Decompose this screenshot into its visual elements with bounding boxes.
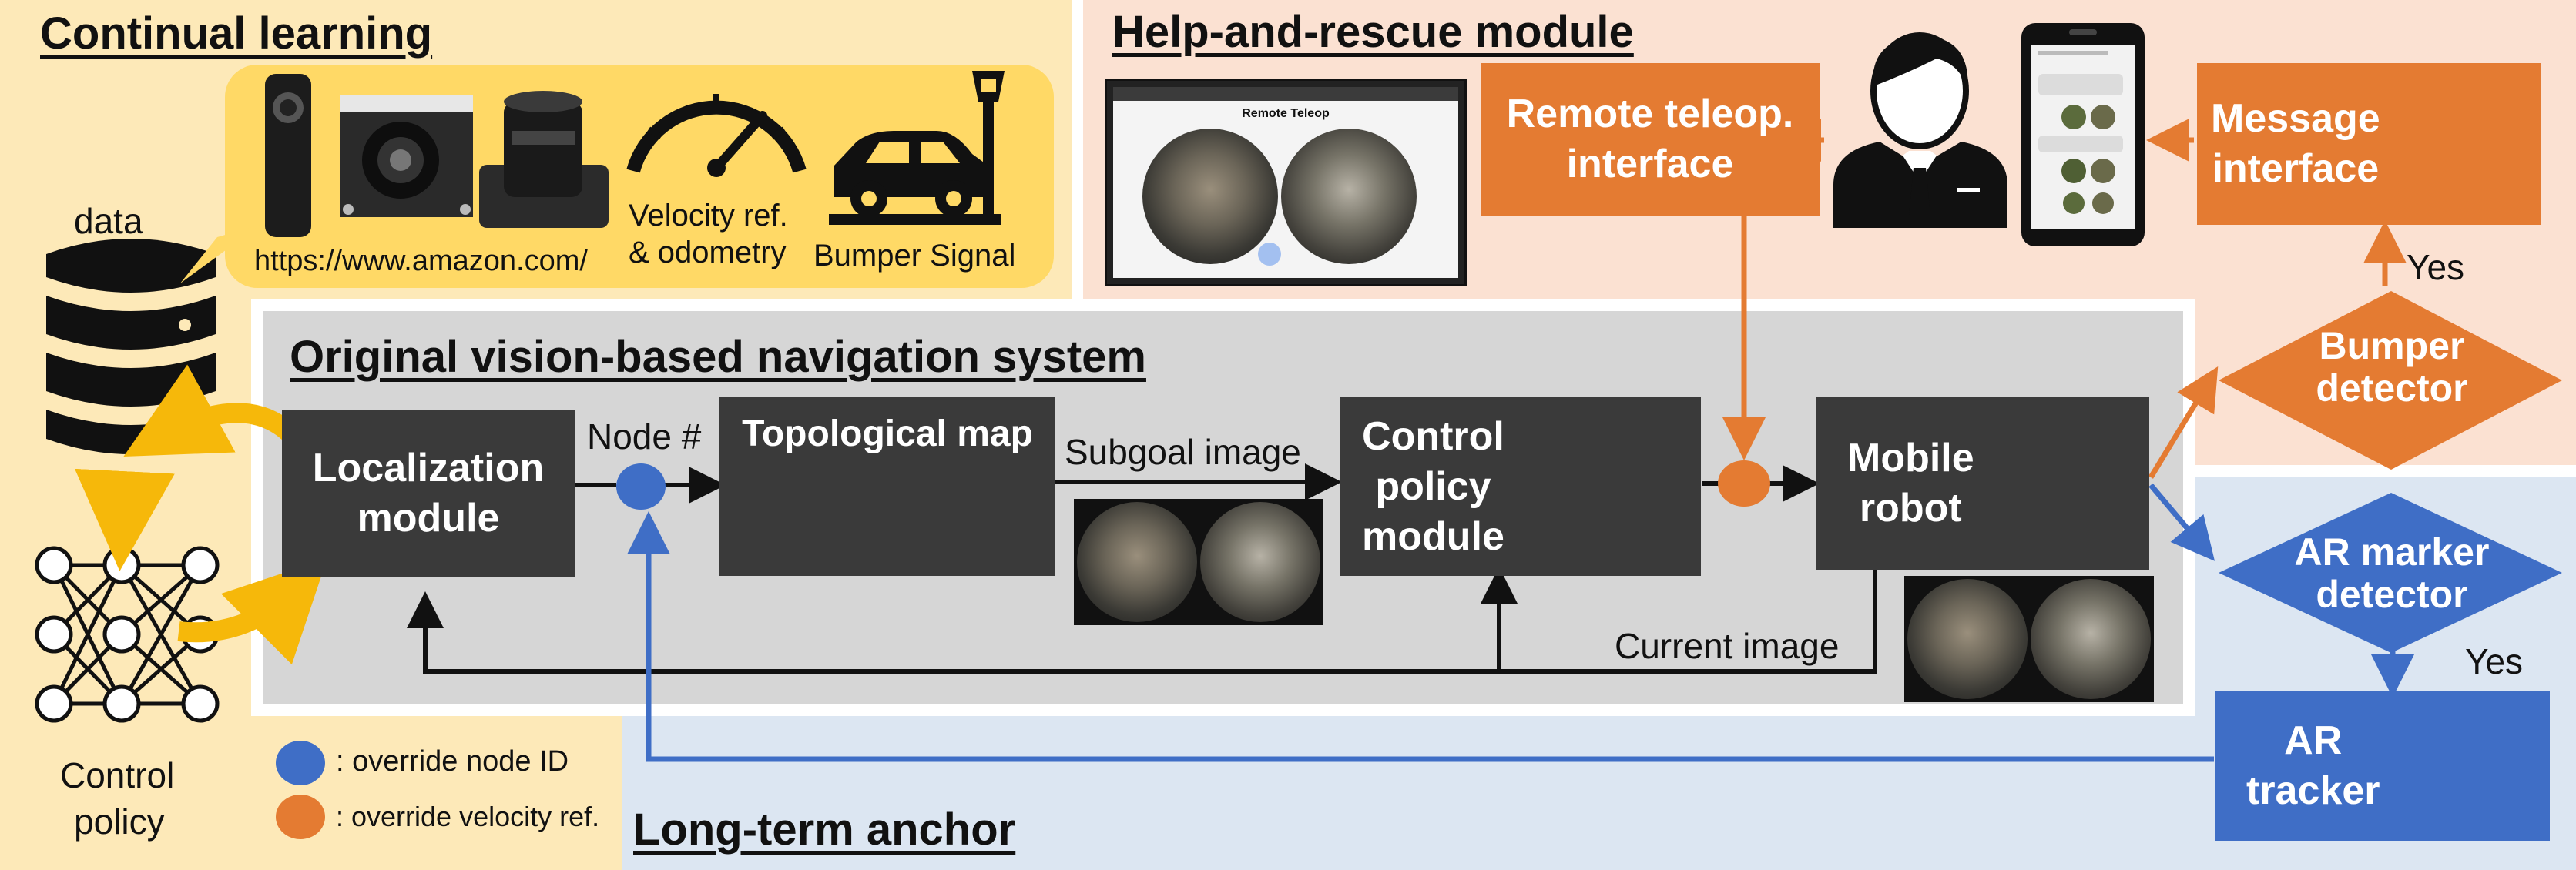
ar-marker-line2: detector [2316, 573, 2468, 616]
localization-module: Localization module [282, 410, 575, 577]
velocity-label-line2: & odometry [629, 236, 787, 269]
control-line2: policy [1375, 463, 1491, 509]
ar-marker-detector-diamond [2219, 493, 2562, 653]
remote-line1: Remote teleop. [1506, 92, 1794, 136]
message-line2: interface [2212, 146, 2380, 191]
ar-tracker-line2: tracker [2246, 768, 2380, 813]
speedometer-icon [626, 94, 807, 177]
localization-line1: Localization [312, 446, 545, 490]
subgoal-image-label: Subgoal image [1065, 432, 1301, 472]
car-crash-icon [829, 71, 1005, 225]
remote-line2: interface [1566, 142, 1734, 186]
long-term-anchor-title: Long-term anchor [633, 805, 1016, 855]
control-line1: Control [1362, 413, 1504, 459]
topological-map-box: Topological map [719, 397, 1055, 576]
original-nav-title: Original vision-based navigation system [290, 332, 1146, 382]
topological-map-label: Topological map [742, 413, 1033, 454]
subgoal-image [1074, 499, 1323, 625]
bumper-line1: Bumper [2319, 324, 2465, 367]
teleop-screenshot-title: Remote Teleop [1242, 107, 1330, 120]
lidar-icon [479, 91, 609, 228]
control-policy-label-line2: policy [74, 801, 165, 842]
remote-teleop-interface: Remote teleop. interface [1481, 63, 1820, 216]
legend-velocity-label: : override velocity ref. [336, 801, 600, 832]
ar-marker-detector-label: AR marker detector [2257, 531, 2527, 616]
node-label: Node # [587, 417, 702, 457]
legend-node-label: : override node ID [336, 745, 569, 778]
mobile-line2: robot [1859, 486, 1962, 530]
message-line1: Message [2211, 96, 2380, 141]
teleop-screenshot: Remote Teleop [1105, 79, 1467, 286]
control-line3: module [1362, 514, 1504, 559]
current-image [1904, 576, 2154, 702]
bumper-line2: detector [2316, 366, 2468, 410]
bumper-yes-label: Yes [2407, 247, 2465, 287]
bumper-detector-label: Bumper detector [2265, 325, 2519, 410]
phone-icon [2021, 23, 2145, 246]
person-icon [1833, 32, 2007, 228]
control-policy-label-line1: Control [60, 755, 175, 795]
legend-node-marker [276, 741, 325, 785]
current-image-label: Current image [1615, 626, 1840, 666]
mobile-line1: Mobile [1847, 436, 1974, 480]
ar-marker-line1: AR marker [2294, 530, 2490, 574]
velocity-label-line1: Velocity ref. [629, 199, 788, 233]
message-interface: Message interface [2197, 63, 2541, 225]
camera-360-icon [265, 74, 311, 237]
continual-learning-title: Continual learning [40, 8, 433, 59]
data-label: data [74, 201, 143, 241]
override-node-circle [616, 463, 666, 510]
localization-line2: module [357, 496, 500, 540]
source-url-label: https://www.amazon.com/ [254, 245, 588, 277]
ar-yes-label: Yes [2465, 641, 2524, 681]
legend-velocity-marker [276, 795, 325, 839]
control-policy-module: Control policy module [1340, 397, 1701, 576]
help-rescue-title: Help-and-rescue module [1112, 7, 1634, 57]
bumper-detector-diamond [2219, 291, 2562, 470]
usb-camera-icon [340, 95, 473, 217]
ar-tracker-line1: AR [2284, 718, 2343, 763]
override-velocity-circle [1718, 460, 1770, 507]
ar-tracker-box: AR tracker [2215, 691, 2550, 841]
mobile-robot-box: Mobile robot [1816, 397, 2149, 570]
bumper-signal-label: Bumper Signal [813, 239, 1016, 273]
